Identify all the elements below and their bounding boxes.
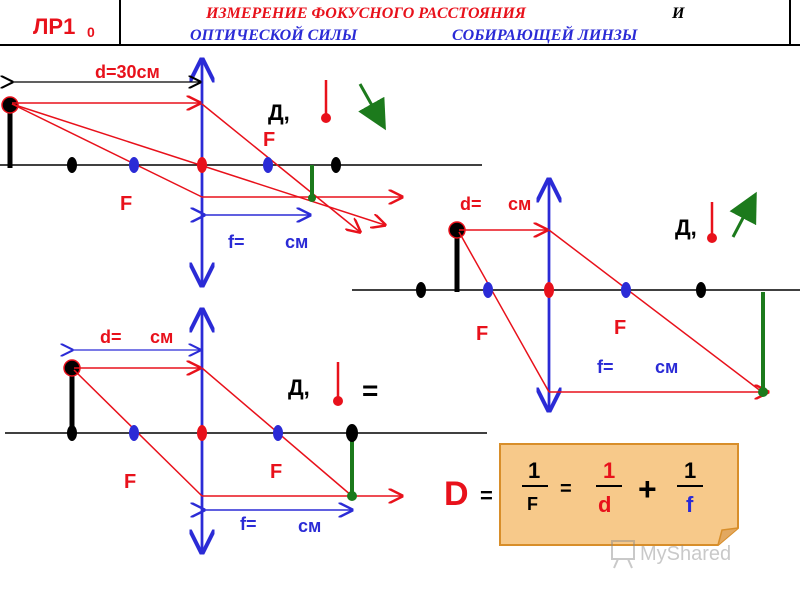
focus-right-label: F	[270, 461, 282, 483]
point-2f-left	[416, 282, 426, 298]
focus-left	[129, 425, 139, 441]
focus-left	[129, 157, 139, 173]
optical-power-symbol: D	[444, 475, 469, 513]
focus-right	[263, 157, 273, 173]
object-top	[1, 96, 19, 114]
image-type-label: Д,	[675, 215, 697, 240]
point-2f-left	[67, 157, 77, 173]
focus-left-label: F	[124, 471, 136, 493]
d-unit: см	[508, 194, 531, 214]
d-label: d=	[100, 327, 122, 347]
focus-right-label: F	[263, 129, 275, 151]
diagram3: d= см f= см F F Д, =	[5, 310, 487, 552]
f-unit: см	[285, 232, 308, 252]
focus-right	[621, 282, 631, 298]
image-type-label: Д,	[288, 375, 310, 400]
title-line2-right: СОБИРАЮЩЕЙ ЛИНЗЫ	[452, 25, 638, 44]
image-tip	[308, 194, 316, 202]
f-label: f=	[240, 514, 257, 534]
f-unit: см	[298, 516, 321, 536]
formula: D = 1 F = 1 d + 1 f	[444, 443, 739, 546]
ray-through-focus	[11, 103, 203, 198]
ray-refracted-focus	[201, 103, 360, 232]
image-tip	[347, 491, 357, 501]
title-and: И	[671, 5, 685, 22]
point-2f-left	[67, 425, 77, 441]
lab-code: ЛР1	[33, 14, 75, 39]
image-orientation-dot	[321, 113, 331, 123]
image-type-label: Д,	[268, 100, 290, 125]
lab-number: 0	[87, 24, 95, 40]
focus-right	[273, 425, 283, 441]
formula-plus: +	[638, 471, 657, 507]
f-unit: см	[655, 357, 678, 377]
formula-box-fold	[717, 527, 739, 546]
point-2f-right	[331, 157, 341, 173]
title-line1: ИЗМЕРЕНИЕ ФОКУСНОГО РАССТОЯНИЯ	[205, 5, 527, 22]
focus-right-label: F	[614, 317, 626, 339]
ray-through-focus	[458, 231, 550, 393]
lens-center	[544, 282, 554, 298]
lens-center	[197, 157, 207, 173]
fraction1-denominator: F	[527, 494, 538, 514]
diagram2: d= см F F f= см Д,	[352, 180, 800, 410]
ray-refracted-focus	[548, 229, 763, 393]
diagram1: d=30см f= см F F Д,	[0, 60, 482, 285]
d-unit: см	[150, 327, 173, 347]
header: ЛР1 0 ИЗМЕРЕНИЕ ФОКУСНОГО РАССТОЯНИЯ И О…	[0, 0, 800, 46]
focus-left-label: F	[476, 323, 488, 345]
f-label: f=	[597, 357, 614, 377]
fraction2-denominator: d	[598, 492, 611, 517]
focus-left	[483, 282, 493, 298]
image-size-arrow	[729, 191, 757, 238]
point-2f-right	[346, 424, 358, 442]
image-size-equal-sign: =	[362, 375, 378, 406]
fraction3-denominator: f	[686, 492, 694, 517]
f-label: f=	[228, 232, 245, 252]
lens-center	[197, 425, 207, 441]
image-size-arrow	[358, 83, 386, 131]
title-line2-left: ОПТИЧЕСКОЙ СИЛЫ	[190, 25, 358, 44]
d-label: d=	[460, 194, 482, 214]
image-orientation-dot	[707, 233, 717, 243]
presentation-icon-leg	[613, 558, 619, 569]
fraction3-numerator: 1	[684, 458, 696, 483]
point-2f-right	[696, 282, 706, 298]
formula-equals-2: =	[560, 478, 572, 500]
presentation-icon	[611, 540, 635, 560]
focus-left-label: F	[120, 193, 132, 215]
presentation-icon-leg2	[627, 558, 633, 569]
fraction2-numerator: 1	[603, 458, 615, 483]
d-label: d=30см	[95, 62, 160, 82]
image-orientation-dot	[333, 396, 343, 406]
watermark: MyShared	[611, 540, 731, 569]
watermark-text: MyShared	[640, 543, 731, 565]
image-tip	[758, 387, 768, 397]
formula-equals-1: =	[480, 483, 493, 508]
fraction1-numerator: 1	[528, 458, 540, 483]
